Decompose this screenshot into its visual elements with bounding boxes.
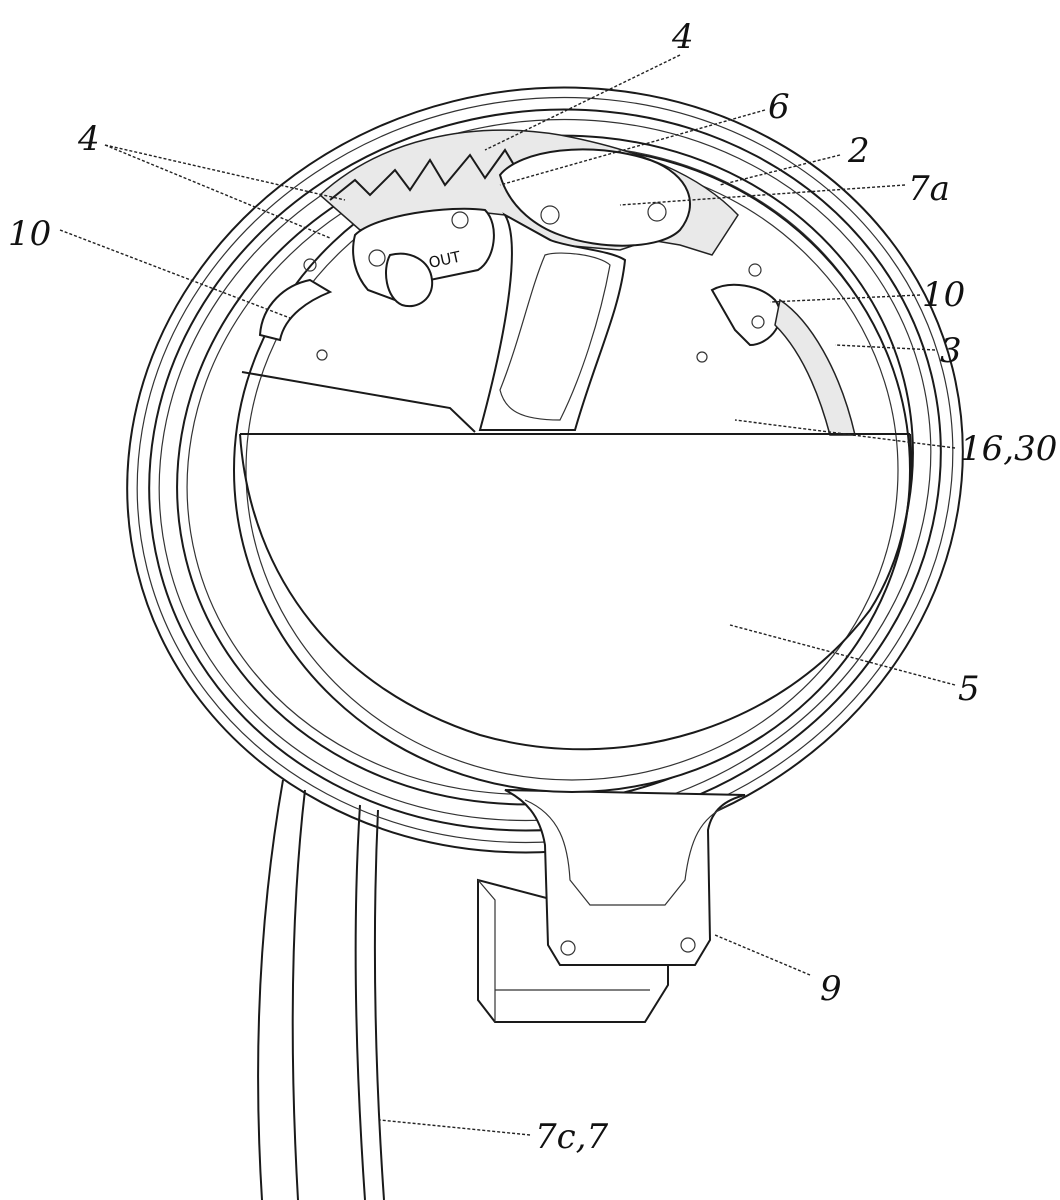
label-9: 9 xyxy=(820,969,842,1009)
label-10-left: 10 xyxy=(8,214,51,254)
output-plate: OUT xyxy=(352,207,495,308)
leader-lines xyxy=(59,54,956,1136)
label-6: 6 xyxy=(768,87,790,127)
latch-right xyxy=(696,263,856,436)
label-10-right: 10 xyxy=(922,275,965,315)
label-5: 5 xyxy=(958,669,980,709)
support-column xyxy=(257,779,385,1200)
label-4-left: 4 xyxy=(77,119,100,159)
reference-labels: 4 4 6 2 7a 10 10 3 16,30 5 9 7c,7 xyxy=(8,17,1057,1157)
mechanism-housing xyxy=(318,129,739,431)
label-4-top: 4 xyxy=(671,17,694,57)
fluid-region xyxy=(239,371,913,751)
label-7c7: 7c,7 xyxy=(535,1117,608,1157)
label-16-30: 16,30 xyxy=(960,429,1057,469)
mounting-bracket xyxy=(504,789,746,966)
label-3: 3 xyxy=(940,331,962,371)
label-2: 2 xyxy=(847,131,870,171)
label-7a: 7a xyxy=(908,169,950,209)
